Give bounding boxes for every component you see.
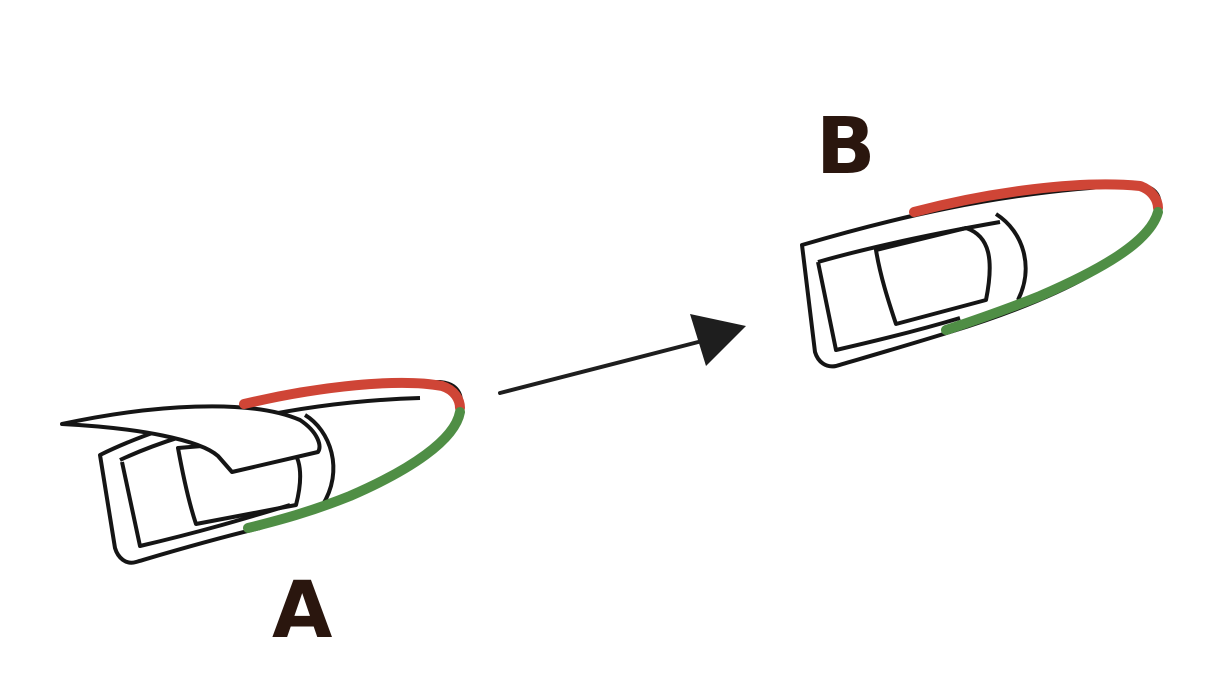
boat-b-icon [800, 179, 1163, 369]
boat-b-hull [800, 183, 1162, 369]
boat-b-starboard-light [941, 207, 1163, 335]
arrow-shaft [498, 338, 708, 395]
boat-b-label: B [816, 102, 876, 192]
boat-b-port-light [909, 179, 1163, 217]
arrow-head [690, 314, 746, 366]
boat-a-icon [60, 377, 465, 565]
boat-a-windshield [303, 413, 336, 508]
boat-a-sail [60, 404, 322, 474]
boat-b-cockpit [874, 226, 992, 326]
arrow-right-icon [498, 314, 746, 395]
boat-a-label: A [272, 566, 333, 656]
boat-b-windshield [994, 212, 1028, 301]
boat-a-port-light [239, 377, 465, 413]
boat-b-gunwale [816, 220, 1001, 352]
boat-a-starboard-light [243, 407, 465, 533]
